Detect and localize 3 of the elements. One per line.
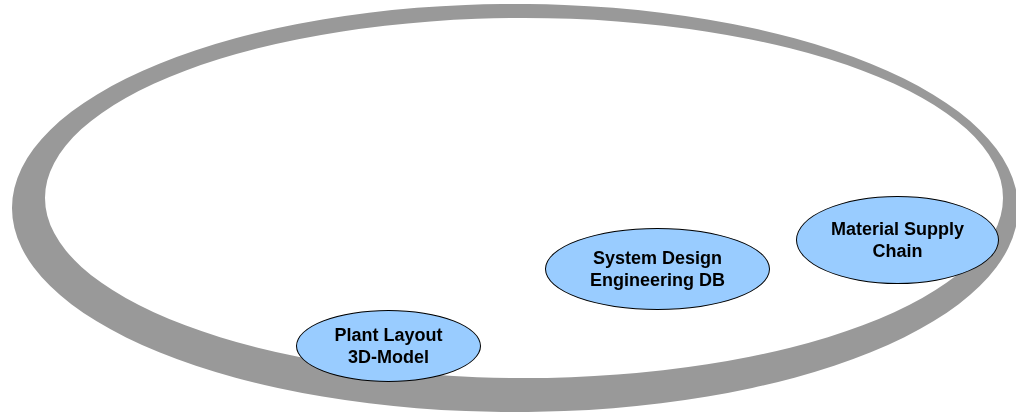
node-label: Plant Layout 3D-Model [333,324,444,368]
node-label: Material Supply Chain [830,218,965,262]
node-label: System Design Engineering DB [589,247,726,291]
